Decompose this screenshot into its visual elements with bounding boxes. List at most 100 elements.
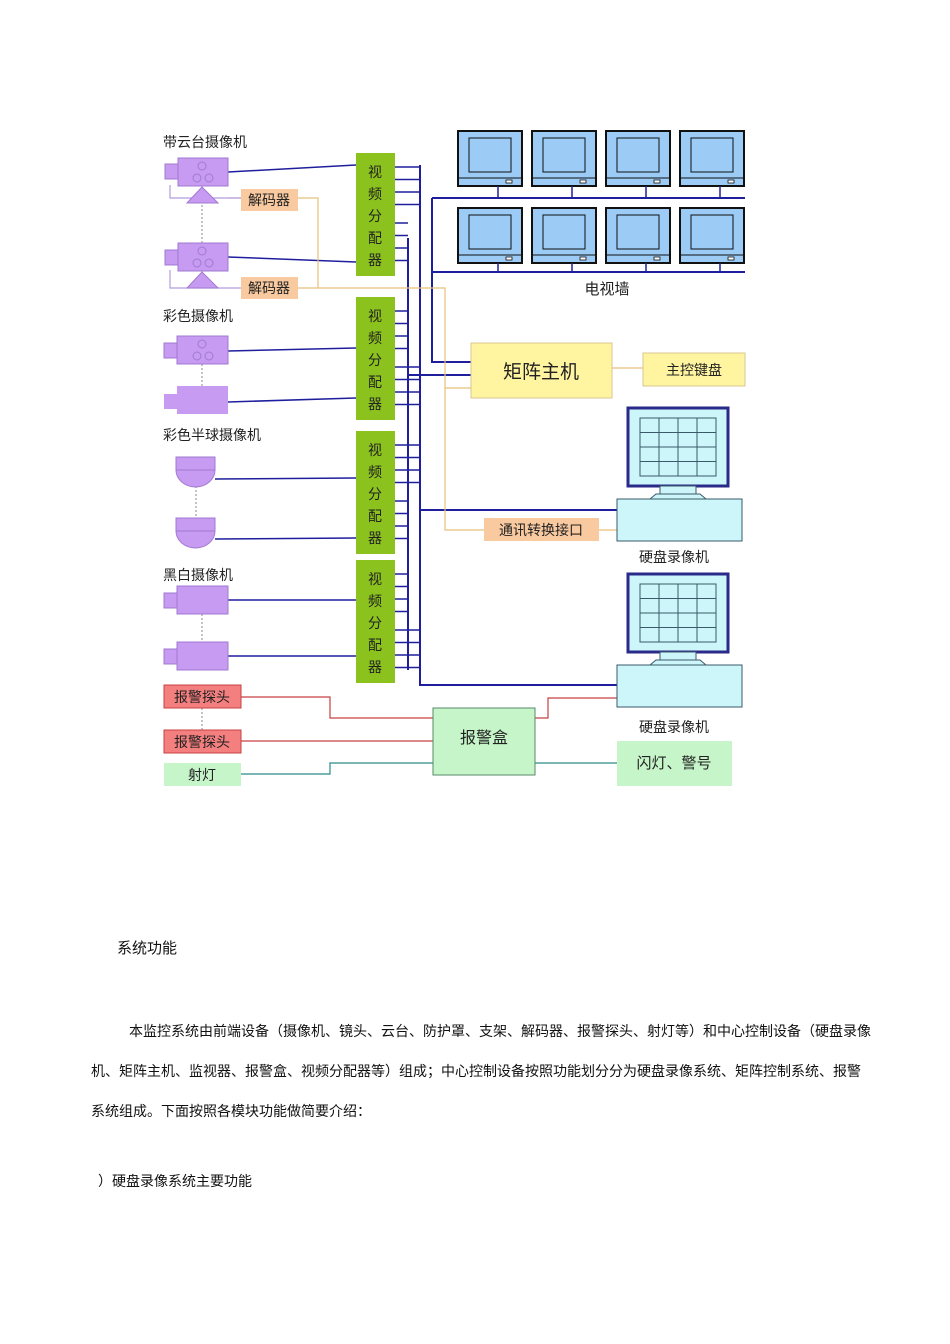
dome-camera-2 — [175, 517, 216, 549]
decoder-2: 解码器 — [241, 277, 298, 299]
splitter-char: 配 — [368, 375, 382, 391]
color-camera-1 — [163, 335, 229, 365]
splitter-char: 器 — [368, 531, 382, 547]
tv-monitor-3 — [605, 130, 671, 198]
label-bw-camera: 黑白摄像机 — [163, 568, 233, 584]
dvr-stand — [648, 659, 708, 666]
svg-text:射灯: 射灯 — [188, 768, 216, 784]
video-splitter-4: 视频分配器 — [356, 560, 395, 683]
monitor-button — [727, 179, 735, 184]
tv-monitor-6 — [531, 207, 597, 272]
splitter-char: 视 — [368, 309, 382, 325]
splitter-char: 器 — [368, 253, 382, 269]
subsection-heading: ）硬盘录像系统主要功能 — [98, 1174, 252, 1190]
svg-text:通讯转换接口: 通讯转换接口 — [499, 522, 583, 539]
splitter-char: 分 — [368, 487, 382, 503]
svg-text:报警盒: 报警盒 — [460, 728, 508, 747]
tv-wall — [457, 130, 745, 272]
monitor-button — [579, 256, 587, 261]
tv-monitor-2 — [531, 130, 597, 198]
tv-monitor-8 — [679, 207, 745, 272]
monitor-button — [505, 179, 513, 184]
svg-text:主控键盘: 主控键盘 — [666, 362, 722, 379]
wiring — [169, 164, 745, 775]
matrix-host: 矩阵主机 — [470, 342, 613, 399]
alarm-probe-2: 报警探头 — [163, 729, 242, 754]
splitter-char: 频 — [368, 187, 382, 203]
video-splitter-1: 视频分配器 — [356, 153, 395, 276]
intro-paragraph: 本监控系统由前端设备（摄像机、镜头、云台、防护罩、支架、解码器、报警探头、射灯等… — [91, 1012, 871, 1132]
label-color-camera: 彩色摄像机 — [163, 308, 233, 325]
splitter-char: 视 — [368, 165, 382, 181]
alarm-box: 报警盒 — [432, 707, 536, 776]
splitter-char: 分 — [368, 353, 382, 369]
svg-text:闪灯、警号: 闪灯、警号 — [636, 754, 711, 772]
monitor-screen — [468, 137, 512, 173]
video-splitter-2: 视频分配器 — [356, 297, 395, 420]
main-keyboard: 主控键盘 — [642, 352, 746, 387]
strobe-siren: 闪灯、警号 — [617, 741, 732, 786]
splitter-body — [356, 431, 395, 554]
monitor-button — [727, 256, 735, 261]
dvr-base — [616, 664, 743, 708]
tv-wall-feed — [431, 198, 471, 363]
monitor-button — [653, 179, 661, 184]
svg-text:解码器: 解码器 — [248, 193, 290, 209]
monitor-button — [653, 256, 661, 261]
monitor-screen — [690, 214, 734, 250]
svg-text:解码器: 解码器 — [248, 281, 290, 297]
tv-monitor-5 — [457, 207, 523, 272]
alarm-dvr-line — [535, 697, 617, 719]
splitter-char: 频 — [368, 594, 382, 610]
tv-monitor-7 — [605, 207, 671, 272]
camera-video-line — [227, 397, 357, 403]
tv-wall-label: 电视墙 — [584, 280, 629, 298]
ptz-decoder-line — [169, 185, 241, 199]
svg-text:矩阵主机: 矩阵主机 — [503, 361, 579, 383]
dvr-label-2: 硬盘录像机 — [639, 719, 709, 736]
camera-video-line — [214, 537, 357, 540]
camera-video-line — [227, 347, 357, 352]
alarm-probe-line — [241, 696, 433, 719]
dvr-neck — [659, 485, 697, 495]
splitter-char: 视 — [368, 572, 382, 588]
monitor-screen — [616, 137, 660, 173]
svg-text:报警探头: 报警探头 — [174, 735, 230, 751]
monitor-screen — [542, 137, 586, 173]
monitor-screen — [542, 214, 586, 250]
color-camera-2 — [164, 386, 228, 414]
dvr-base — [616, 498, 743, 542]
splitter-body — [356, 560, 395, 683]
tv-monitor-4 — [679, 130, 745, 198]
decoder-control-line — [298, 197, 319, 288]
dome-camera-1 — [175, 456, 216, 488]
monitor-button — [505, 256, 513, 261]
monitor-button — [579, 179, 587, 184]
svg-text:报警探头: 报警探头 — [174, 690, 230, 706]
splitter-char: 分 — [368, 209, 382, 225]
surveillance-system-diagram: 带云台摄像机 彩色摄像机 彩色半球摄像机 黑白摄像机 解码器 解码器 — [163, 130, 746, 786]
ptz-camera-1 — [164, 157, 229, 204]
splitter-char: 配 — [368, 509, 382, 525]
monitor-screen — [616, 214, 660, 250]
splitter-body — [356, 297, 395, 420]
splitter-char: 配 — [368, 638, 382, 654]
splitter-char: 频 — [368, 465, 382, 481]
monitor-screen — [468, 214, 512, 250]
video-splitter-3: 视频分配器 — [356, 431, 395, 554]
dvrs — [616, 406, 743, 708]
label-dome-camera: 彩色半球摄像机 — [163, 427, 261, 444]
splitter-char: 配 — [368, 231, 382, 247]
camera-video-line — [227, 164, 357, 173]
dvr-1 — [616, 406, 743, 542]
dvr-stand — [648, 493, 708, 500]
monitor-screen — [690, 137, 734, 173]
ptz-camera-2 — [164, 242, 229, 289]
splitter-char: 分 — [368, 616, 382, 632]
dvr-2 — [616, 572, 743, 708]
label-ptz-camera: 带云台摄像机 — [163, 135, 247, 151]
bw-camera-1 — [163, 585, 229, 615]
camera-video-line — [214, 477, 357, 480]
spotlight-line — [241, 762, 433, 775]
splitter-char: 器 — [368, 397, 382, 413]
